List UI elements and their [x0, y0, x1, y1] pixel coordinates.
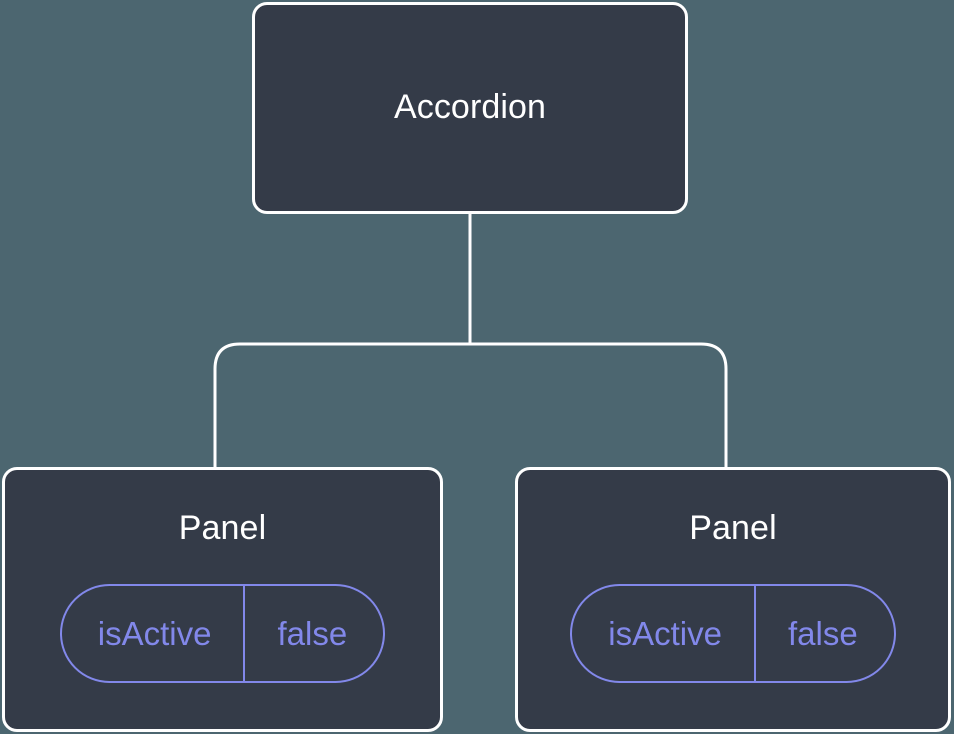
- edge-accordion-to-panel-right: [470, 342, 728, 467]
- node-panel-right-label: Panel: [689, 509, 777, 547]
- node-accordion-label: Accordion: [393, 88, 547, 127]
- prop-key-left: isActive: [97, 615, 212, 653]
- edge-accordion-to-panel-left: [213, 342, 470, 467]
- prop-key-right: isActive: [608, 615, 722, 653]
- prop-value-right: false: [753, 586, 894, 682]
- node-panel-left-label: Panel: [178, 509, 267, 547]
- prop-value-left: false: [243, 586, 383, 682]
- prop-pill-left[interactable]: isActive false: [59, 584, 386, 684]
- prop-pill-right[interactable]: isActive false: [570, 584, 896, 684]
- node-accordion[interactable]: Accordion: [252, 2, 688, 214]
- node-panel-left[interactable]: Panel isActive false: [2, 467, 443, 732]
- node-panel-right[interactable]: Panel isActive false: [515, 467, 951, 732]
